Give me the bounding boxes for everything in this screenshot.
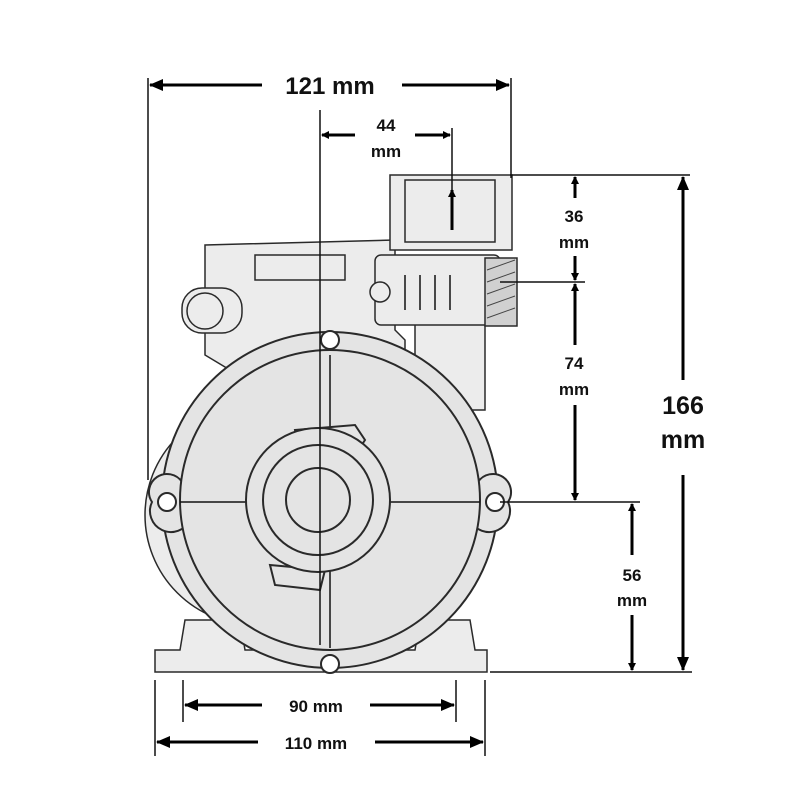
outlet-screw xyxy=(369,281,391,303)
svg-text:mm: mm xyxy=(559,233,589,252)
svg-text:121 mm: 121 mm xyxy=(285,73,374,100)
top-boss xyxy=(254,254,346,281)
svg-text:36: 36 xyxy=(565,207,584,226)
svg-text:74: 74 xyxy=(565,354,584,373)
svg-text:90 mm: 90 mm xyxy=(289,697,343,716)
svg-text:56: 56 xyxy=(623,566,642,585)
bolt-left-icon xyxy=(157,492,177,512)
extension-lines xyxy=(147,78,692,756)
outlet-port-inner xyxy=(404,179,496,243)
dim-outlet-offset: 44 mm xyxy=(321,116,451,161)
dim-overall-height: 166 mm xyxy=(661,176,705,671)
dim-base-width: 110 mm xyxy=(156,734,484,753)
flange-ribs xyxy=(180,355,480,648)
dim-outlet-to-inlet: 74 mm xyxy=(559,283,589,501)
svg-text:mm: mm xyxy=(371,142,401,161)
outlet-fins xyxy=(404,275,451,310)
svg-text:mm: mm xyxy=(661,426,705,454)
dim-inlet-height: 56 mm xyxy=(617,503,647,671)
outlet-body xyxy=(374,254,501,326)
pump-illustration xyxy=(144,174,518,674)
dim-outlet-height: 36 mm xyxy=(559,176,589,281)
bolt-top-icon xyxy=(320,330,340,350)
svg-text:mm: mm xyxy=(617,591,647,610)
svg-text:110 mm: 110 mm xyxy=(285,734,347,753)
dim-overall-width: 121 mm xyxy=(149,73,510,100)
side-port-opening xyxy=(186,292,224,330)
inlet-opening xyxy=(285,467,351,533)
outlet-thread-section xyxy=(484,257,518,327)
svg-text:mm: mm xyxy=(559,380,589,399)
thread-hatch xyxy=(486,259,516,319)
bolt-bottom-icon xyxy=(320,654,340,674)
svg-text:166: 166 xyxy=(662,392,704,420)
svg-text:44: 44 xyxy=(377,116,396,135)
dim-foot-hole-spacing: 90 mm xyxy=(184,697,455,716)
